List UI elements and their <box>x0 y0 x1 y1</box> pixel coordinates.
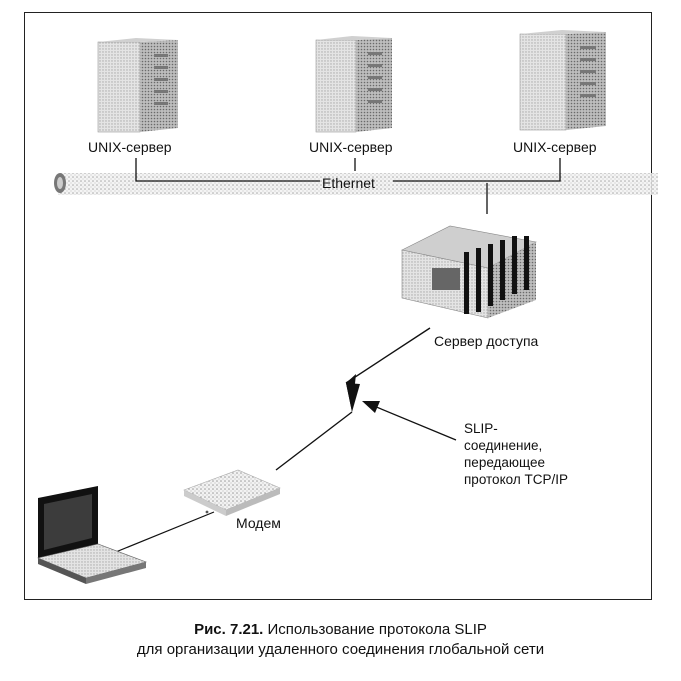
laptop-icon <box>37 486 147 584</box>
access-server-icon <box>401 225 537 319</box>
figure-caption: Рис. 7.21. Использование протокола SLIP … <box>0 620 681 660</box>
unix-server-1-icon <box>97 38 178 133</box>
ethernet-label: Ethernet <box>322 175 375 191</box>
ethernet-backbone <box>54 173 658 195</box>
access-server-label: Сервер доступа <box>434 333 539 349</box>
server-label-3: UNIX-сервер <box>513 139 597 155</box>
slip-label-line-3: передающее <box>464 455 546 470</box>
diagram-frame <box>24 12 652 600</box>
caption-line-1: Использование протокола SLIP <box>267 621 487 638</box>
server-label-2: UNIX-сервер <box>309 139 393 155</box>
slip-connection-label: SLIP- соединение, передающее протокол TC… <box>464 420 568 488</box>
slip-pointer-arrow <box>362 401 457 441</box>
server-label-1: UNIX-сервер <box>88 139 172 155</box>
caption-line-2: для организации удаленного соединения гл… <box>136 641 545 658</box>
slip-label-line-2: соединение, <box>464 438 543 453</box>
unix-server-3-icon <box>519 30 606 131</box>
modem-icon <box>183 469 281 516</box>
modem-label: Модем <box>236 515 281 531</box>
modem-cable <box>105 511 215 557</box>
caption-prefix: Рис. 7.21. <box>194 621 264 638</box>
slip-label-line-4: протокол TCP/IP <box>464 472 568 487</box>
unix-server-2-icon <box>315 36 392 133</box>
slip-link-line <box>275 327 431 471</box>
slip-label-line-1: SLIP- <box>464 421 498 436</box>
ethernet-connections <box>135 158 561 214</box>
